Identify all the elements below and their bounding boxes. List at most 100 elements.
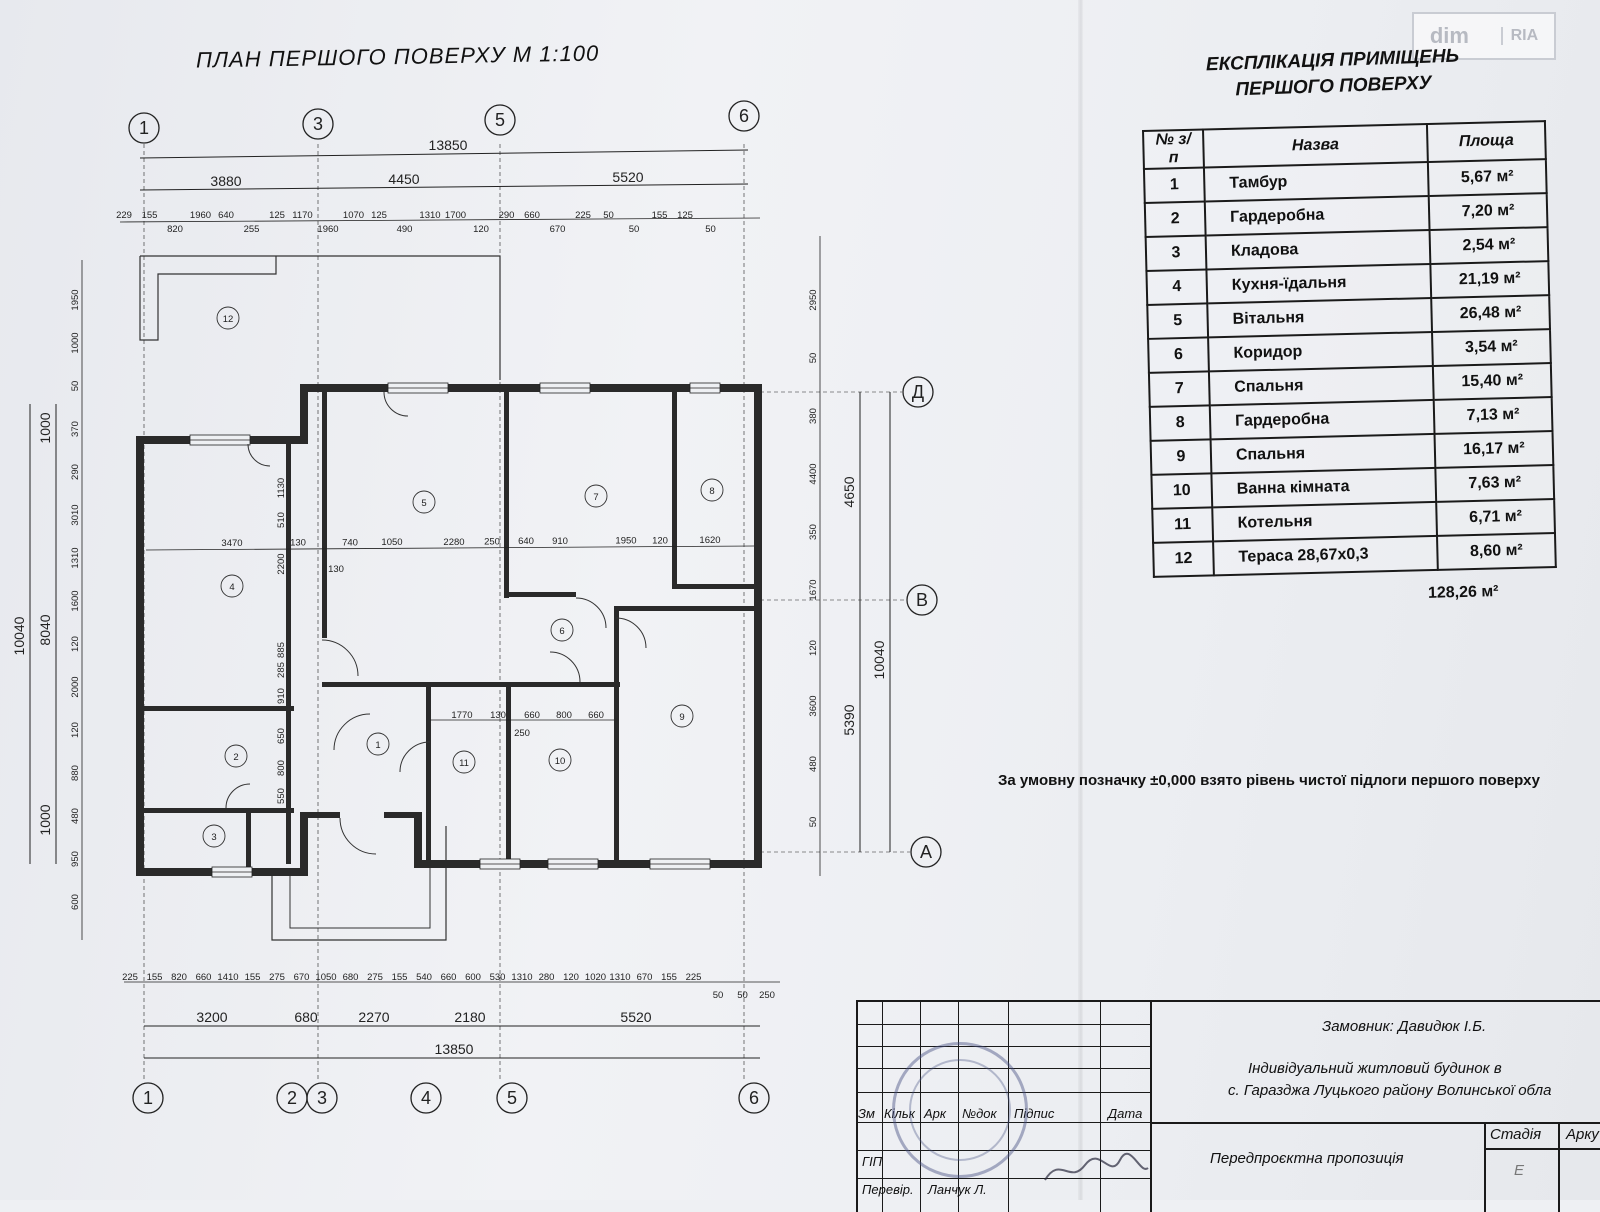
stage-value: Е [1514,1162,1525,1179]
dim-interior: 2200 [276,553,287,574]
porch-outline [289,826,431,929]
header-area: Площа [1426,121,1546,163]
row-name: Вітальня [1207,297,1433,338]
dim-bottom-detail: 275 [367,972,383,983]
row-num: 10 [1151,473,1213,509]
dim-right-detail: 3600 [808,695,819,716]
dim-bottom-detail: 540 [416,972,432,983]
room-number: 11 [459,758,469,769]
dim-right-detail: 480 [808,756,819,772]
dim-line [119,217,761,223]
room-marker [224,744,248,768]
row-num: 5 [1147,303,1209,339]
dim-interior: 1050 [381,537,402,548]
dim-top-detail: 229 [116,210,132,221]
room-number: 1 [375,740,380,751]
dim-interior: 130 [290,538,306,549]
stage-label: Стадія [1490,1126,1542,1143]
dim-left-detail: 1950 [70,289,81,310]
dim-top-detail: 1960 [190,210,211,221]
col-zm: Зм [858,1106,875,1121]
dim-top-detail: 1700 [445,210,466,221]
dim-bottom-detail: 670 [294,972,310,983]
door-swing [225,783,251,809]
dim-bottom-detail: 155 [661,972,677,983]
wall [506,682,511,860]
room-marker [412,490,436,514]
dim-top-detail: 290 [499,210,515,221]
axis-marker [902,376,934,408]
room-marker [700,478,724,502]
dim-bottom-detail: 275 [269,972,285,983]
row-area: 7,20 м² [1428,193,1548,231]
axis-label: 5 [495,110,505,130]
dim-top-overall: 13850 [429,137,468,153]
dim-bottom-segment: 2270 [358,1009,389,1025]
room-number: 10 [555,756,566,767]
room-marker [220,574,244,598]
room-number: 4 [229,582,234,593]
dim-left-detail: 950 [70,851,81,867]
axis-marker [410,1082,442,1114]
dim-interior: 285 [276,662,287,678]
dim-left-detail: 1600 [70,590,81,611]
dim-top-detail: 155 [652,210,668,221]
dim-bottom-detail: 225 [122,972,138,983]
row-name: Тамбур [1203,162,1429,202]
dim-right-segment: 4650 [841,476,857,507]
dim-interior: 660 [588,710,604,721]
dim-interior: 800 [276,760,287,776]
wall [246,808,251,868]
dim-top-detail: 1960 [317,224,338,235]
room-marker [216,306,240,330]
door-swing [247,443,271,467]
title-block-line [1150,1122,1600,1124]
room-marker [366,732,390,756]
dim-left-detail: 120 [70,636,81,652]
dim-interior: 250 [514,728,530,739]
room-marker [202,824,226,848]
room-number: 5 [421,498,426,509]
project-line1: Індивідуальний житловий будинок в [1248,1060,1502,1077]
door-swing [383,391,409,417]
dim-interior: 1950 [615,536,636,547]
stage-divider [1484,1122,1486,1212]
axis-label: А [920,842,932,862]
stage-divider [1558,1122,1560,1212]
dim-left-detail: 370 [70,421,81,437]
axis-marker [484,104,516,136]
dim-left-segment: 1000 [37,804,53,835]
door-swing [399,741,431,773]
dim-left-detail: 480 [70,808,81,824]
dim-bottom-segment: 680 [294,1009,318,1025]
dim-top-detail: 1170 [292,210,312,221]
dim-interior: 2280 [443,537,464,548]
room-number: 2 [233,752,238,763]
dim-left-detail: 600 [70,894,81,910]
wall [614,606,762,611]
room-number: 3 [211,832,216,843]
wall [300,812,340,818]
room-number: 8 [709,486,714,497]
header-name: Назва [1203,124,1428,168]
porch-outline [271,826,447,941]
dim-bottom-detail: 155 [147,972,163,983]
dim-interior: 1770 [451,710,472,721]
row-gip: ГІП [862,1154,883,1169]
row-area: 8,60 м² [1437,533,1556,570]
row-area: 16,17 м² [1434,431,1554,468]
axis-marker [306,1082,338,1114]
dim-bottom-detail: 660 [441,972,457,983]
wall [136,436,144,876]
dim-interior: 650 [276,728,287,744]
dim-left-segment: 8040 [37,614,53,645]
wall [426,682,620,687]
wall [504,392,509,598]
dim-right-detail: 380 [808,408,819,424]
wall [144,706,294,711]
header-num: № з/п [1143,129,1204,169]
dim-interior: 3470 [221,538,242,549]
axis-label: 1 [139,118,149,138]
row-name: Спальня [1208,365,1434,406]
